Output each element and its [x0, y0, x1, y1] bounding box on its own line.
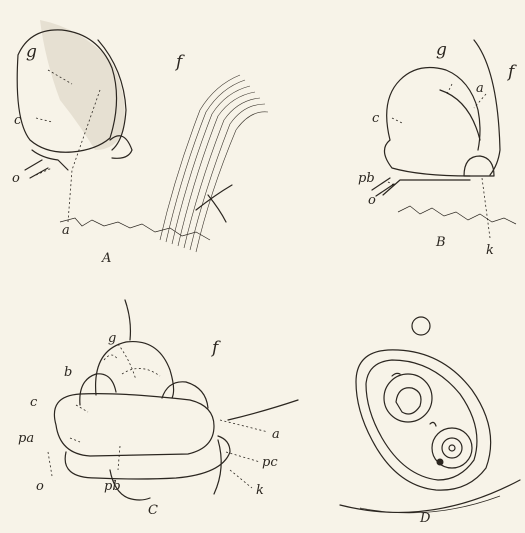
figure-c-label-pb: pb [104, 480, 121, 493]
figure-a-cut-edge [60, 218, 210, 240]
figure-c-label-c: c [30, 396, 37, 409]
figure-b-label-g: g [436, 42, 447, 59]
figure-a-drawing [17, 20, 268, 252]
figure-a-label-f: f [176, 54, 182, 71]
figure-a-label-c: c [14, 114, 21, 127]
figure-c-label-b: b [64, 366, 72, 379]
figure-c-arc-f [228, 400, 298, 420]
figure-b-drawing [372, 40, 516, 238]
figure-c-label-g: g [108, 332, 116, 345]
figure-a-margin-o [32, 150, 68, 170]
figure-b-label-f: f [508, 64, 514, 81]
figure-b-caption: B [436, 236, 446, 249]
figure-b-label-a: a [476, 82, 484, 95]
figure-d-small-circle [412, 317, 430, 335]
figure-b-label-pb: pb [358, 172, 375, 185]
figure-c-label-o: o [36, 480, 44, 493]
figure-a-label-o: o [12, 172, 20, 185]
figure-c-body [54, 394, 214, 456]
figure-c-label-pa: pa [18, 432, 34, 445]
figure-d-drawing [340, 317, 520, 513]
figure-d-base-curve [340, 480, 520, 512]
figure-d-outer-capsule [356, 350, 491, 490]
figure-b-label-c: c [372, 112, 379, 125]
figure-c-lower-lobes [65, 436, 230, 479]
figure-a-caption: A [102, 252, 111, 265]
figure-c-stalk [125, 300, 130, 340]
figure-c-drawing [48, 300, 298, 500]
figure-a-label-g: g [26, 44, 37, 61]
figure-c-top-lobe [96, 342, 174, 398]
figure-b-label-o: o [368, 194, 376, 207]
figure-c-label-f: f [212, 340, 218, 357]
figure-b-knob-k [464, 156, 494, 176]
figure-d-caption: D [420, 512, 430, 525]
figure-c-label-k: k [256, 484, 264, 497]
figure-c-caption: C [148, 504, 158, 517]
figure-c-label-a: a [272, 428, 280, 441]
figure-c-label-pc: pc [262, 456, 278, 469]
figure-a-label-a: a [62, 224, 70, 237]
figure-b-label-k: k [486, 244, 494, 257]
